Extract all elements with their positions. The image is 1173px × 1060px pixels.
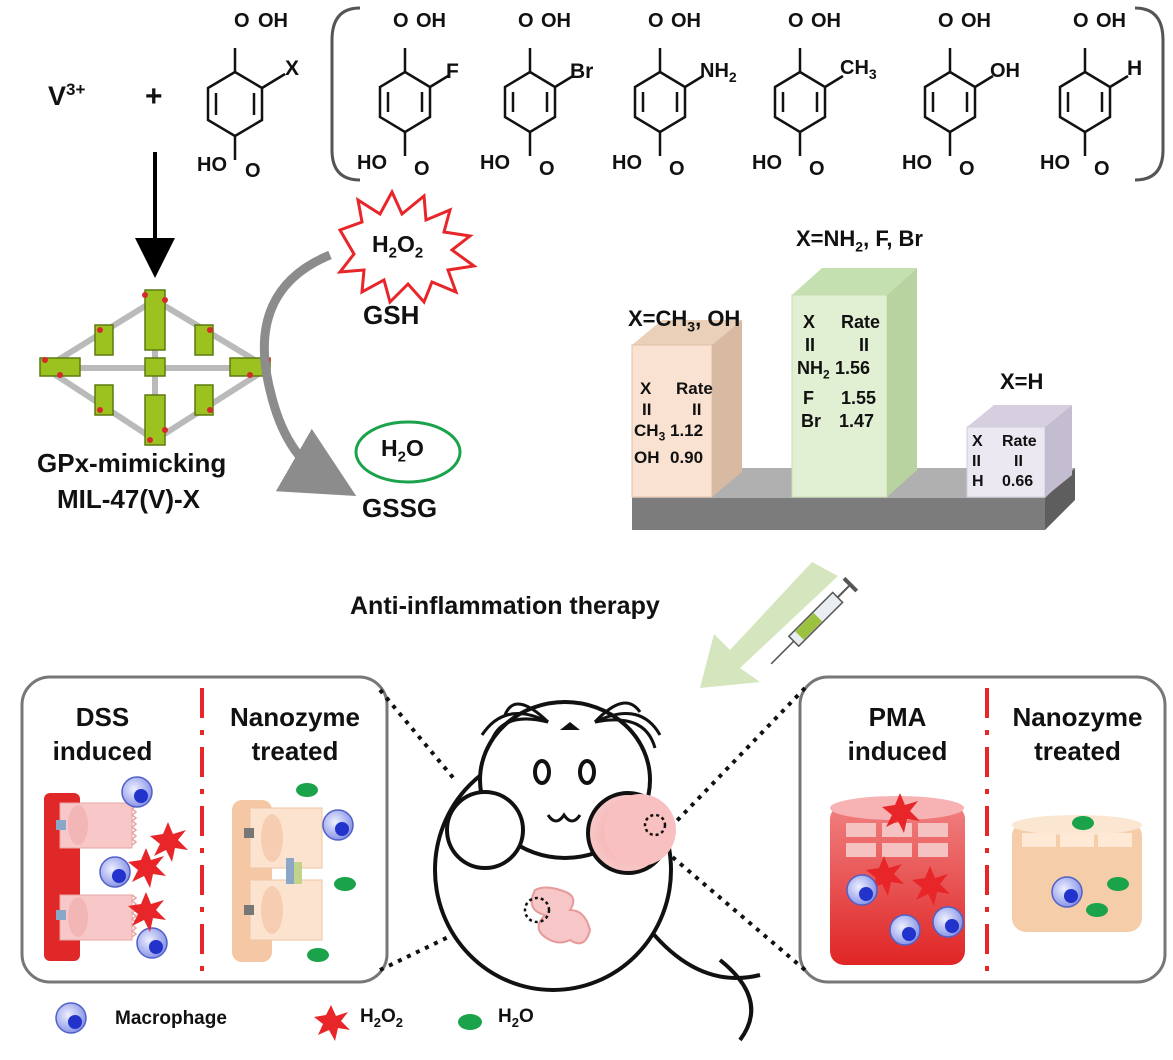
h2o-label: H2O <box>381 435 424 466</box>
gssg-label: GSSG <box>362 493 438 523</box>
h2o-ellipse <box>354 420 462 484</box>
substituent-nh2: NH2 <box>700 60 737 85</box>
legend-macrophage-icon <box>55 1002 87 1034</box>
linker-labels: O OH X HO O O OH F HO O O OH Br HO O O O… <box>197 10 1143 182</box>
catalysis-arrow <box>259 250 357 496</box>
substituent-x: X <box>285 57 300 80</box>
rate-title-right: X=H <box>1000 369 1044 394</box>
rate-title-left: X=CH3, OH <box>628 306 741 335</box>
h2o2-stars-left <box>128 822 188 932</box>
metal-ion: V3+ <box>48 80 86 111</box>
mouse-icon <box>433 700 761 1042</box>
mof-structure-icon <box>39 289 271 446</box>
linker-molecule <box>206 48 286 160</box>
macrophage-icons-right <box>846 874 964 946</box>
plus-sign: + <box>145 80 163 113</box>
treated-colon-tissue-icon <box>232 800 323 962</box>
substituent-f: F <box>446 60 459 83</box>
rate-title-mid: X=NH2, F, Br <box>796 226 923 255</box>
substituent-oh: OH <box>990 60 1020 82</box>
substituent-h: H <box>1127 57 1143 80</box>
macrophage-icons-left <box>99 776 354 959</box>
mof-label-line2: MIL-47(V)-X <box>57 484 200 514</box>
treated-skin-tissue-icon <box>1012 815 1142 932</box>
h2o-dots-left <box>296 783 356 962</box>
gsh-label: GSH <box>363 300 420 330</box>
therapy-label: Anti-inflammation therapy <box>350 592 660 620</box>
dss-tissue-icon <box>44 793 138 961</box>
bracket-left <box>330 6 361 182</box>
linker-rings <box>378 48 1129 156</box>
rate-chart <box>631 268 1075 530</box>
legend-h2o-label: H2O <box>498 1006 534 1030</box>
legend-h2o2-icon <box>314 1005 350 1041</box>
h2o-dots-right <box>1072 816 1129 917</box>
h2o2-burst <box>336 188 478 305</box>
substituent-ch3: CH3 <box>840 57 877 82</box>
bracket-right <box>1134 6 1165 182</box>
syringe-icon <box>770 576 859 665</box>
legend-macrophage-label: Macrophage <box>115 1008 227 1029</box>
pma-tissue-icon <box>830 796 965 965</box>
legend-h2o-icon <box>458 1014 482 1030</box>
substituent-br: Br <box>570 60 594 83</box>
h2o2-label: H2O2 <box>372 231 424 262</box>
injection-arrow <box>700 562 838 688</box>
legend-h2o2-label: H2O2 <box>360 1006 403 1030</box>
mof-label-line1: GPx-mimicking <box>37 448 227 478</box>
